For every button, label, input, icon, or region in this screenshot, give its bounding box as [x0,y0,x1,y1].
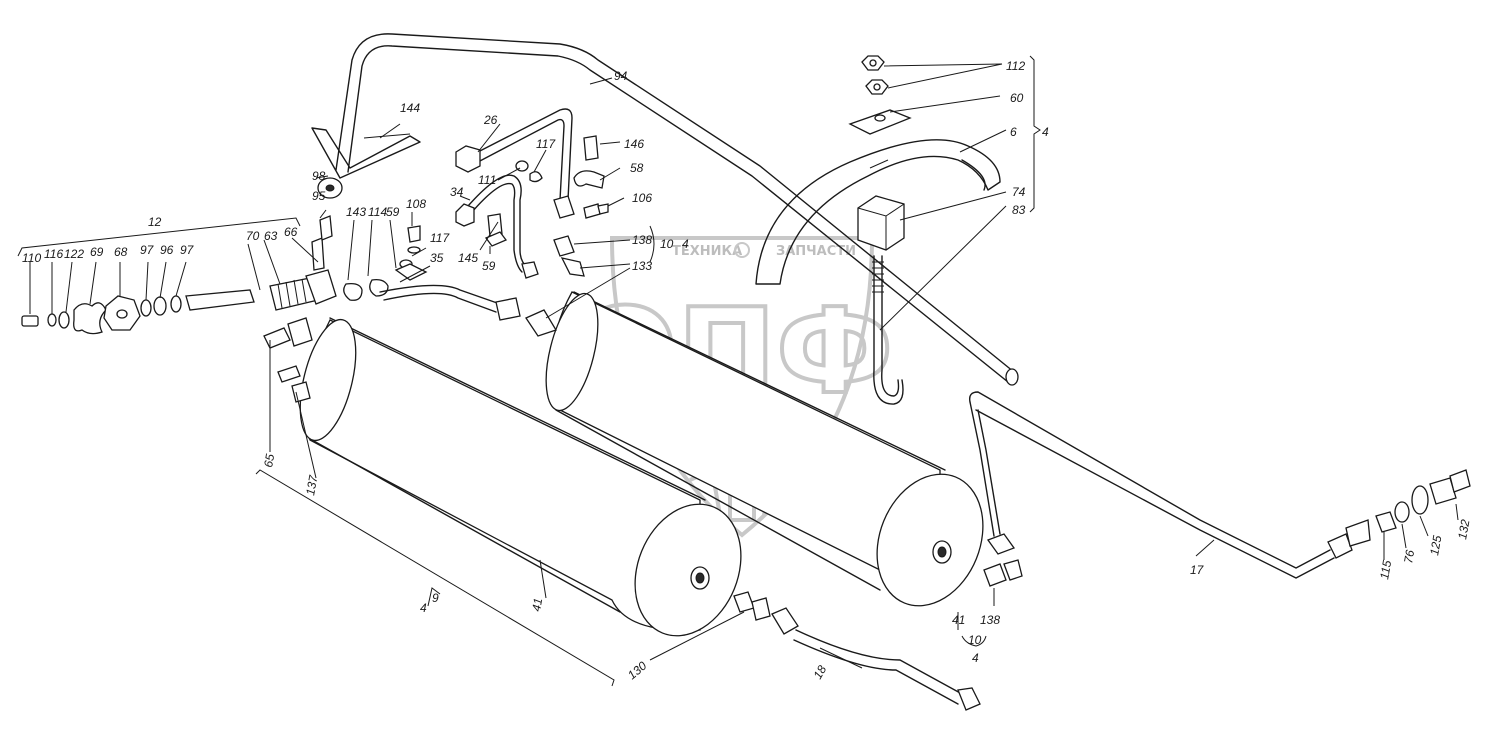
label-146: 146 [624,137,644,151]
label-26: 26 [483,113,498,127]
pipe-18 [771,607,981,711]
label-70: 70 [246,229,260,243]
label-144: 144 [400,101,420,115]
label-98: 98 [312,169,326,183]
strap-6 [755,139,1001,285]
label-10-lower: 10 [968,633,982,647]
label-95: 95 [312,189,326,203]
label-4-top: 4 [682,237,689,251]
label-17: 17 [1190,563,1205,577]
label-35: 35 [430,251,444,265]
label-18: 18 [810,663,829,682]
label-9: 9 [432,591,439,605]
split-pin-144 [311,127,421,179]
label-94: 94 [614,69,628,83]
label-59-top: 59 [386,205,400,219]
label-83: 83 [1012,203,1026,217]
label-114: 114 [368,205,387,219]
label-41-front: 41 [529,597,545,613]
label-138-top: 138 [632,233,652,247]
label-68: 68 [114,245,128,259]
small-fittings [394,135,609,337]
bracket-tube-94 [335,33,1019,386]
label-97-b: 97 [180,243,195,257]
fitting-138-lower [983,533,1023,587]
watermark-right-word: ЗАПЧАСТИ [776,244,856,259]
air-receiver-41-front [299,317,742,637]
label-65: 65 [261,453,277,469]
label-143: 143 [346,205,366,219]
label-6: 6 [1010,125,1017,139]
label-63: 63 [264,229,278,243]
label-115: 115 [1377,559,1394,581]
drain-plug-130 [733,591,771,621]
label-10-top: 10 [660,237,674,251]
pipe-35 [379,284,521,321]
label-96: 96 [160,243,174,257]
label-137: 137 [303,473,320,496]
label-4-lower: 4 [972,651,979,665]
label-34: 34 [450,185,464,199]
label-41-rear: 41 [952,613,965,627]
label-106: 106 [632,191,652,205]
label-58: 58 [630,161,644,175]
label-4-strap: 4 [1042,125,1049,139]
strap-pad-60 [848,109,912,135]
leader-lines [17,55,1459,687]
drain-valve-assembly-12 [21,177,389,403]
label-108: 108 [406,197,426,211]
label-4-front: 4 [420,601,427,615]
label-122: 122 [64,247,84,261]
label-66-top: 66 [284,225,298,239]
hook-bolt-83 [872,255,904,405]
watermark-left-word: ТЕХНИКА [672,244,742,259]
label-111: 111 [478,173,496,187]
label-112: 112 [1006,59,1025,73]
air-receiver-41-rear [545,291,984,607]
label-145: 145 [458,251,478,265]
label-116: 116 [44,247,63,261]
pipe-34 [455,174,539,279]
watermark-gear-icon [734,242,750,258]
label-125: 125 [1427,534,1444,556]
label-69: 69 [90,245,104,259]
label-76: 76 [1401,549,1417,565]
label-74: 74 [1012,185,1026,199]
block-74 [857,195,905,251]
nut-112 [861,55,889,95]
label-133: 133 [632,259,652,273]
label-110: 110 [22,251,41,265]
label-138-lower: 138 [980,613,1000,627]
label-60: 60 [1010,91,1024,105]
label-12: 12 [148,215,162,229]
label-130: 130 [625,658,650,682]
pipe-26 [455,108,575,219]
label-117-mid: 117 [430,231,450,245]
pipe-17 [968,391,1371,579]
label-59-mid: 59 [482,259,496,273]
label-132: 132 [1455,518,1472,540]
label-117-top: 117 [536,137,556,151]
callout-labels: 94 112 60 6 4 74 83 144 26 117 146 98 11… [22,59,1472,682]
fittings-right [1375,469,1471,533]
label-97-a: 97 [140,243,155,257]
